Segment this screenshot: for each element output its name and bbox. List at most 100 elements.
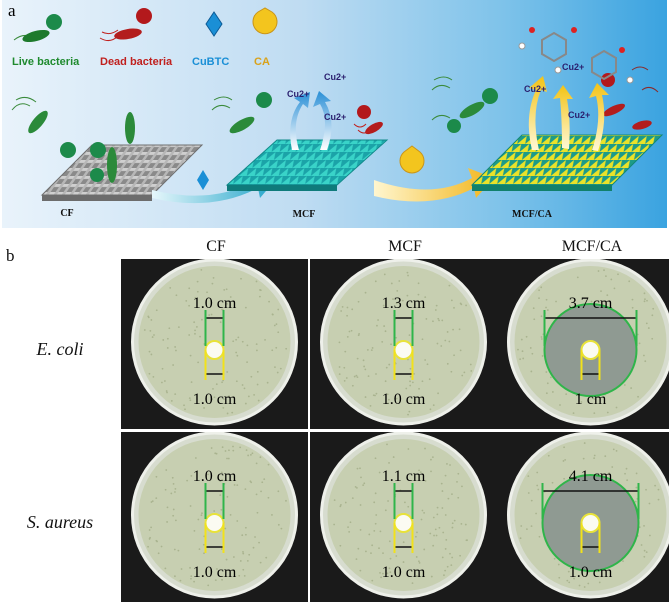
lawn-speck	[188, 287, 190, 289]
lawn-speck	[526, 528, 528, 530]
lawn-speck	[373, 530, 375, 532]
lawn-speck	[276, 323, 278, 325]
lawn-speck	[349, 331, 351, 333]
lawn-speck	[422, 338, 424, 340]
lawn-speck	[536, 472, 538, 474]
lawn-speck	[430, 470, 432, 472]
lawn-speck	[396, 290, 398, 292]
lawn-speck	[259, 456, 261, 458]
lawn-speck	[263, 478, 265, 480]
lawn-speck	[194, 530, 196, 532]
lawn-speck	[632, 307, 634, 309]
lawn-speck	[277, 372, 279, 374]
lawn-speck	[368, 534, 370, 536]
copper-ion-label: Cu2+	[324, 112, 346, 122]
lawn-speck	[390, 343, 392, 345]
lawn-speck	[522, 350, 524, 352]
lawn-speck	[415, 536, 417, 538]
top-measurement-label: 3.7 cm	[569, 295, 613, 312]
lawn-speck	[239, 446, 241, 448]
lawn-speck	[546, 299, 548, 301]
lawn-speck	[195, 457, 197, 459]
lawn-speck	[587, 583, 589, 585]
lawn-speck	[538, 297, 540, 299]
lawn-speck	[603, 269, 605, 271]
lawn-speck	[416, 556, 418, 558]
lawn-speck	[221, 548, 223, 550]
lawn-speck	[405, 388, 407, 390]
lawn-speck	[162, 339, 164, 341]
lawn-speck	[172, 477, 174, 479]
lawn-speck	[236, 380, 238, 382]
lawn-speck	[194, 333, 196, 335]
lawn-speck	[190, 355, 192, 357]
lawn-speck	[558, 564, 560, 566]
lawn-speck	[277, 331, 279, 333]
lawn-speck	[408, 411, 410, 413]
lawn-speck	[460, 523, 462, 525]
lawn-speck	[628, 280, 630, 282]
lawn-speck	[563, 446, 565, 448]
lawn-speck	[451, 299, 453, 301]
lawn-speck	[386, 367, 388, 369]
petri-dish-drawing: 1.1 cm1.0 cm	[310, 432, 497, 602]
lawn-speck	[236, 520, 238, 522]
lawn-speck	[520, 537, 522, 539]
lawn-speck	[197, 361, 199, 363]
lawn-speck	[539, 536, 541, 538]
lawn-speck	[541, 315, 543, 317]
lawn-speck	[238, 575, 240, 577]
lawn-speck	[230, 514, 232, 516]
lawn-speck	[342, 306, 344, 308]
lawn-speck	[445, 548, 447, 550]
lawn-speck	[285, 500, 287, 502]
lawn-speck	[194, 329, 196, 331]
lawn-speck	[373, 394, 375, 396]
lawn-speck	[378, 547, 380, 549]
lawn-speck	[387, 500, 389, 502]
petri-dish-drawing: 4.1 cm1.0 cm	[497, 432, 669, 602]
lawn-speck	[334, 499, 336, 501]
lawn-speck	[391, 283, 393, 285]
lawn-speck	[379, 572, 381, 574]
lawn-speck	[268, 464, 270, 466]
lawn-speck	[170, 493, 172, 495]
lawn-speck	[370, 405, 372, 407]
lawn-speck	[241, 534, 243, 536]
lawn-speck	[531, 500, 533, 502]
lawn-speck	[547, 382, 549, 384]
lawn-speck	[197, 281, 199, 283]
lawn-speck	[363, 482, 365, 484]
lawn-speck	[247, 455, 249, 457]
lawn-speck	[352, 385, 354, 387]
lawn-speck	[171, 400, 173, 402]
lawn-speck	[466, 539, 468, 541]
lawn-speck	[547, 309, 549, 311]
lawn-speck	[644, 550, 646, 552]
lawn-speck	[356, 375, 358, 377]
column-header-mcf: MCF	[310, 238, 500, 256]
lawn-speck	[232, 450, 234, 452]
lawn-speck	[242, 569, 244, 571]
lawn-speck	[376, 325, 378, 327]
lawn-speck	[535, 513, 537, 515]
lawn-speck	[450, 371, 452, 373]
lawn-speck	[231, 412, 233, 414]
lawn-speck	[196, 326, 198, 328]
lawn-speck	[165, 469, 167, 471]
lawn-speck	[227, 413, 229, 415]
lawn-speck	[259, 296, 261, 298]
lawn-speck	[423, 512, 425, 514]
legend-cubtc-label: CuBTC	[192, 56, 229, 68]
lawn-speck	[430, 408, 432, 410]
lawn-speck	[382, 552, 384, 554]
lawn-speck	[637, 396, 639, 398]
lawn-speck	[430, 459, 432, 461]
bottom-measurement-label: 1.0 cm	[569, 564, 613, 581]
lawn-speck	[519, 358, 521, 360]
lawn-speck	[448, 285, 450, 287]
lawn-speck	[193, 581, 195, 583]
lawn-speck	[375, 523, 377, 525]
lawn-speck	[470, 370, 472, 372]
lawn-speck	[390, 558, 392, 560]
